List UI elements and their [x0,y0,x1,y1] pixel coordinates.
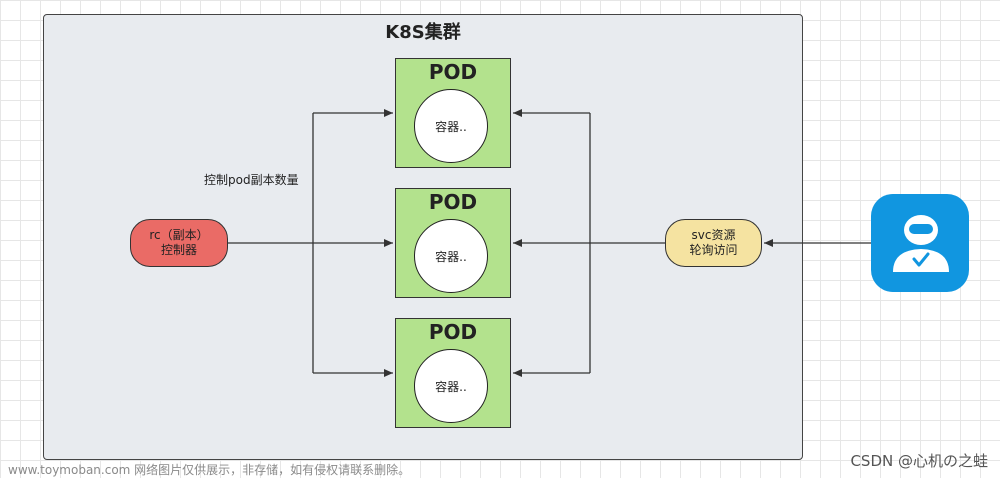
svc-line1: svc资源 [691,228,736,242]
pod-1: POD 容器.. [395,58,511,168]
pod-3: POD 容器.. [395,318,511,428]
rc-line2: 控制器 [160,243,197,257]
rc-controller-node: rc（副本） 控制器 [130,219,228,267]
user-avatar-icon [871,194,969,292]
pod-title: POD [428,60,478,84]
svc-line2: 轮询访问 [689,243,738,257]
container-node: 容器.. [414,89,488,163]
pod-2: POD 容器.. [395,188,511,298]
watermark-right: CSDN @心机の之蛙 [850,452,988,470]
container-node: 容器.. [414,219,488,293]
pod-title: POD [428,190,478,214]
watermark-left: www.toymoban.com 网络图片仅供展示，非存储，如有侵权请联系删除。 [8,463,411,477]
robot-user-icon [893,215,949,272]
svc-node: svc资源 轮询访问 [665,219,762,267]
pod-title: POD [428,320,478,344]
edge-label-replica-control: 控制pod副本数量 [204,171,299,188]
rc-line1: rc（副本） [149,228,209,242]
cluster-title: K8S集群 [385,22,461,43]
container-node: 容器.. [414,349,488,423]
